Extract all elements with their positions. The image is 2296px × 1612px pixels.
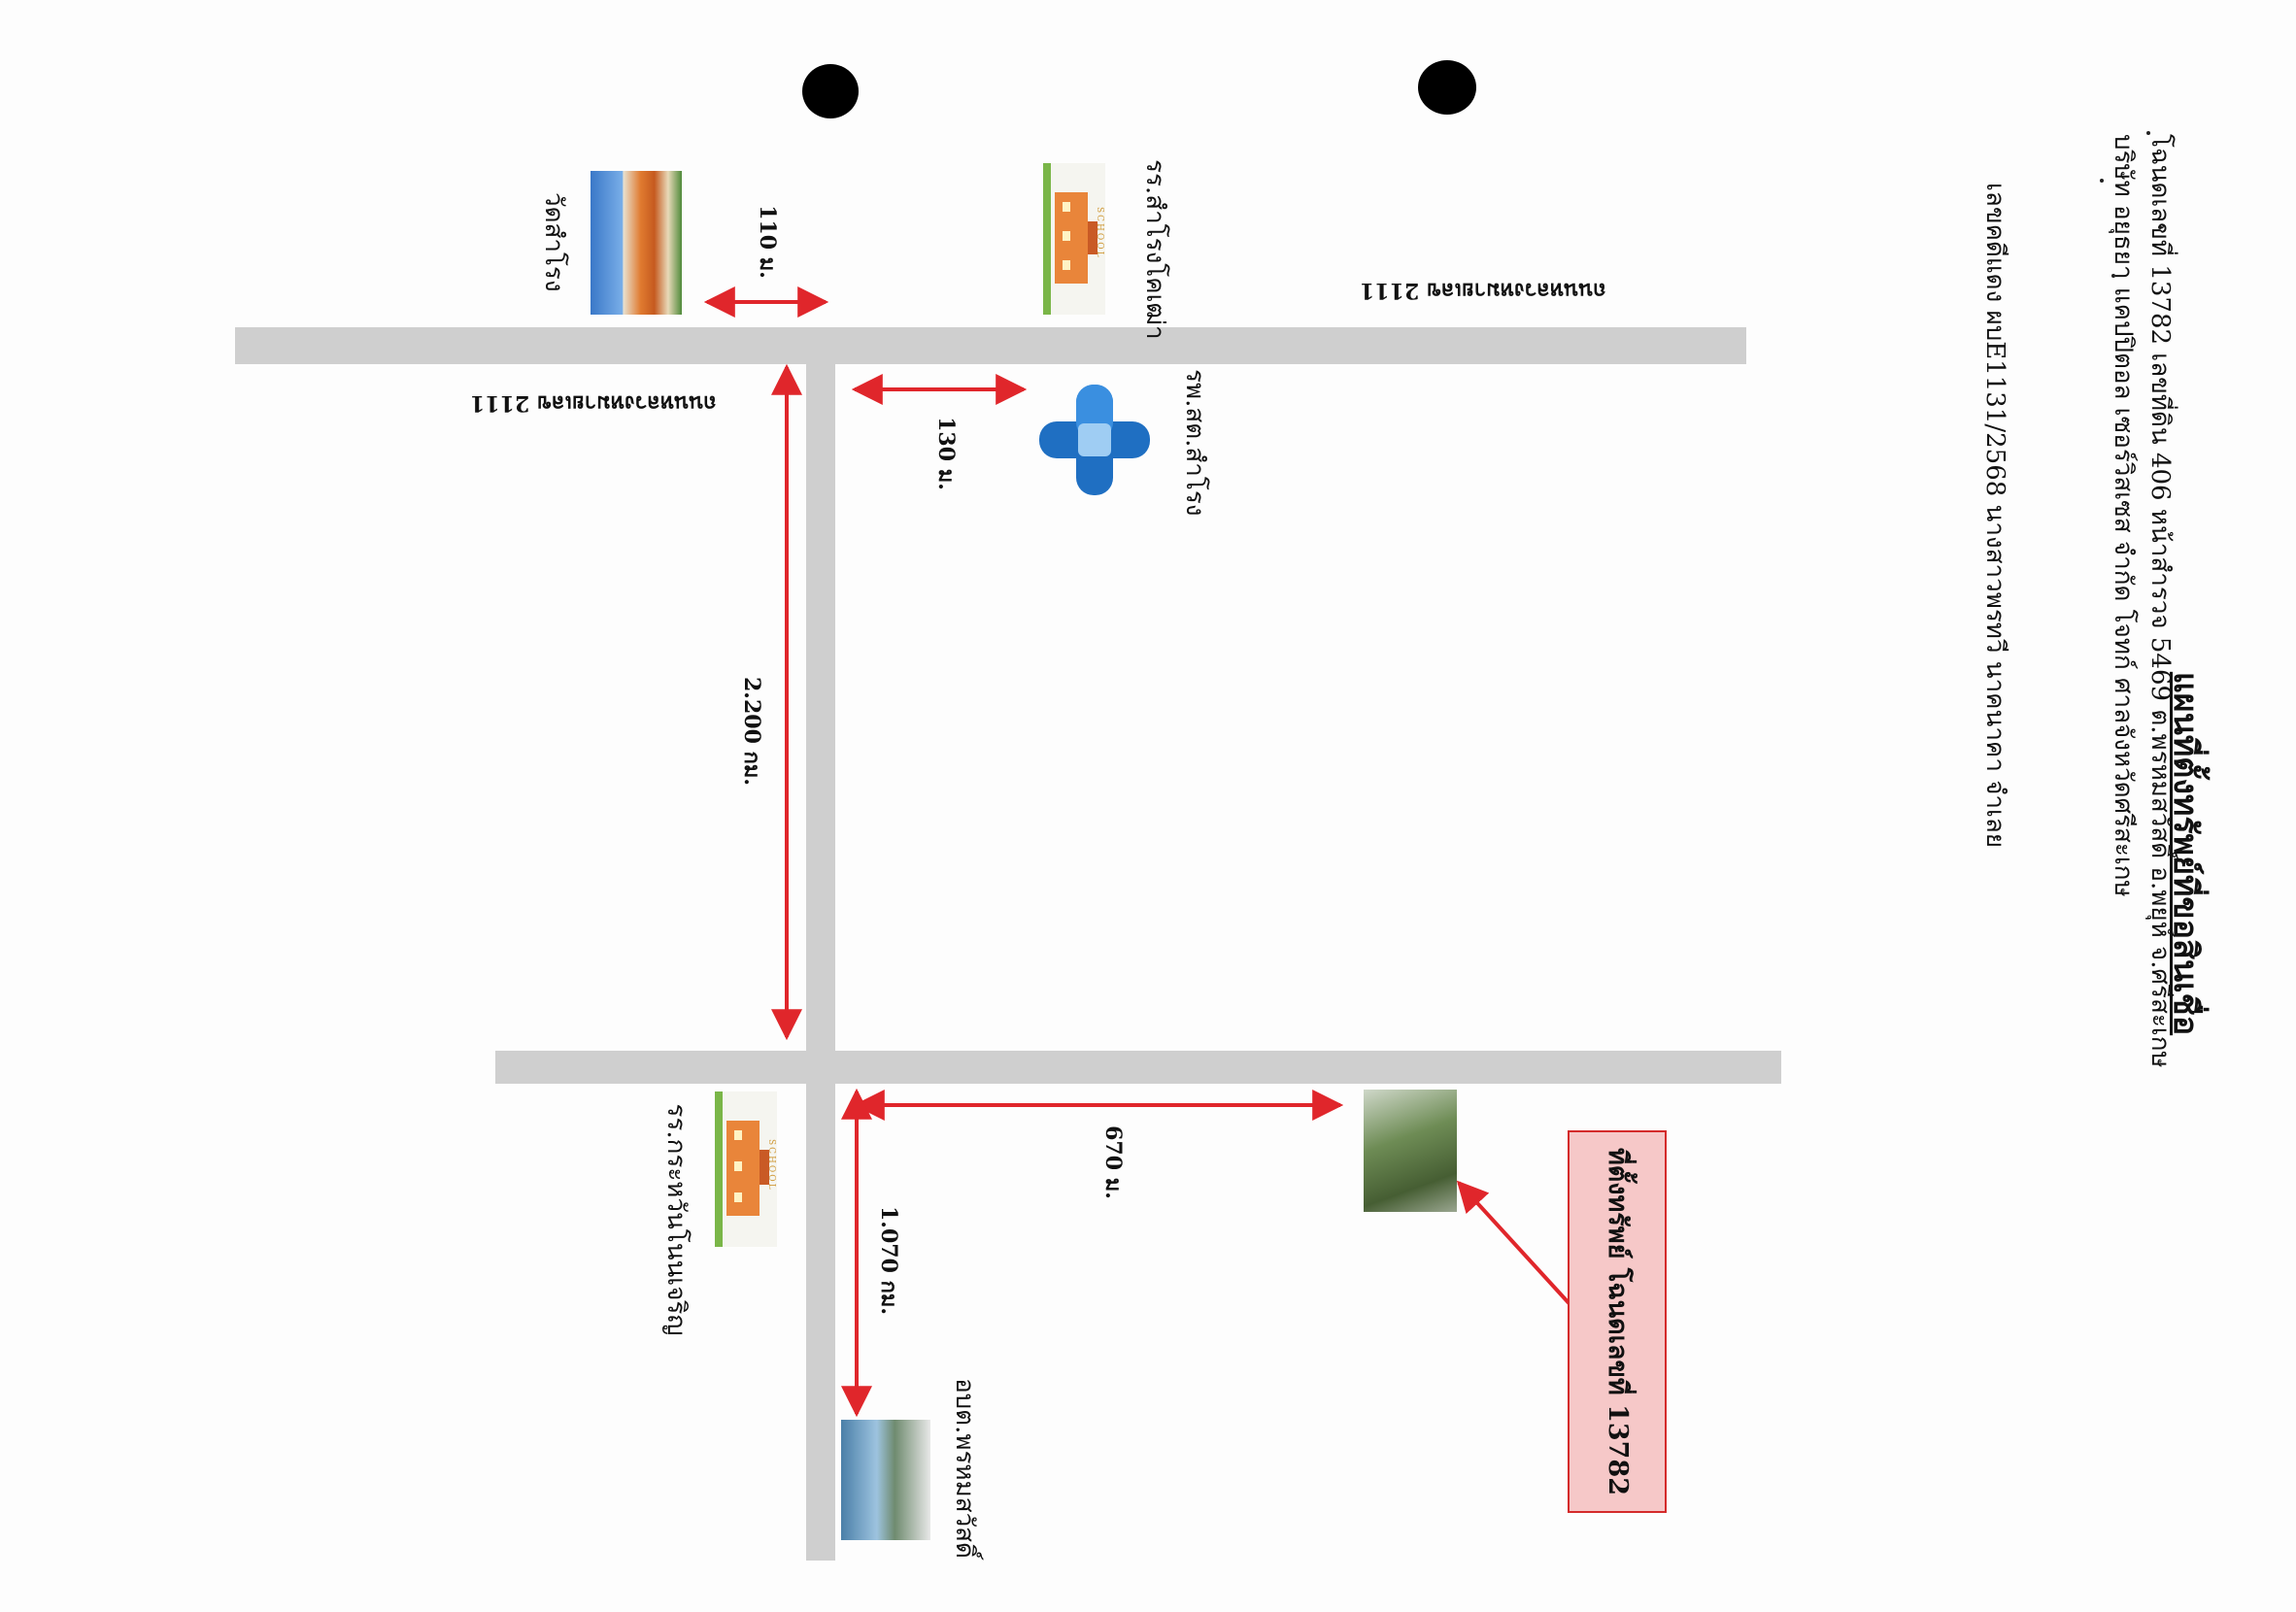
speck [2158, 225, 2162, 229]
parcel-label-box: ที่ตั้งทรัพย์ โฉนดเลขที่ 13782 [1568, 1130, 1667, 1513]
road-distance-label: 2.200 กม. [739, 676, 764, 787]
road-vertical [806, 364, 835, 1561]
parcel-distance-label: 670 ม. [1100, 1125, 1126, 1199]
office-distance-label: 1.070 กม. [876, 1206, 901, 1316]
parcel-label: ที่ตั้งทรัพย์ โฉนดเลขที่ 13782 [1603, 1147, 1633, 1496]
hospital-distance-label: 130 ม. [933, 417, 959, 490]
office-label: อบต.พรหมสวัสดิ์ [950, 1378, 979, 1559]
school-sign-label: SCHOOL [766, 1139, 776, 1192]
temple-label: วัดสำโรง [539, 192, 568, 292]
speck [2111, 274, 2115, 278]
school-2-label: รร.กระหวันโนนเจริญ [661, 1103, 691, 1336]
temple-icon [591, 171, 682, 315]
hospital-label: รพ.สต.สำโรง [1180, 369, 1209, 517]
speck [2146, 131, 2150, 135]
office-icon [841, 1420, 930, 1540]
parcel-photo [1364, 1090, 1457, 1212]
punch-hole [1418, 60, 1476, 115]
hospital-cross-icon [1039, 385, 1150, 495]
school-2-icon: SCHOOL [715, 1091, 777, 1247]
punch-hole [802, 64, 859, 118]
road-top [235, 327, 1746, 364]
speck [2100, 179, 2104, 183]
school-sign-label: SCHOOL [1095, 207, 1104, 259]
school-1-icon: SCHOOL [1043, 163, 1105, 315]
school-1-label: รร.สำโรงโคเฒ่า [1140, 159, 1169, 340]
temple-distance-label: 110 ม. [755, 205, 780, 279]
parcel-pointer-arrow [1456, 1180, 1585, 1321]
road-bottom [495, 1051, 1781, 1084]
